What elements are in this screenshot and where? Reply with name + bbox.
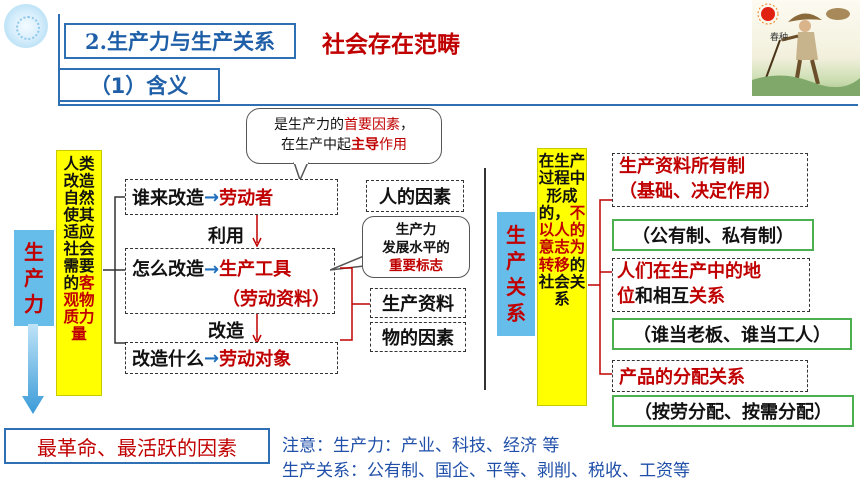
bubble-line-1: 是生产力的首要因素， (247, 115, 441, 135)
relations-definition-plain-2: 的社会关系 (538, 255, 586, 309)
farmer-drawing: 春种 (752, 3, 860, 96)
laborer-note-bubble: 是生产力的首要因素， 在生产中起主导作用 (246, 108, 442, 164)
relations-definition-red: 不以人的意志为转移 (538, 203, 586, 274)
ownership-box: 生产资料所有制 （基础、决定作用） (612, 153, 808, 207)
laborer-row: 谁来改造→劳动者 (125, 179, 338, 215)
note-line-2: 生产关系：公有制、国企、平等、剥削、税收、工资等 (282, 461, 690, 481)
down-arrow-icon (22, 324, 44, 414)
development-level-bubble: 生产力 发展水平的 重要标志 (362, 216, 470, 278)
status-line-1: 人们在生产中的地 (617, 261, 761, 282)
bubble-line-2: 在生产中起主导作用 (247, 135, 441, 155)
hat-icon (788, 13, 822, 22)
section-title: 2.生产力与生产关系 (64, 23, 296, 59)
material-bracket (340, 267, 372, 341)
tool-row-main: 怎么改造→生产工具 (132, 255, 291, 281)
productivity-char-1: 生 (24, 240, 44, 264)
distribution-red: 分配关系 (673, 367, 745, 388)
sun-icon (761, 7, 775, 21)
status-example: （谁当老板、谁当工人） (612, 318, 852, 350)
bubble-line-2-red2: 作用 (379, 137, 407, 153)
relations-label: 生 产 关 系 (497, 212, 535, 336)
status-relation-box: 人们在生产中的地 位和相互关系 (612, 258, 810, 312)
relations-char-3: 关 (506, 275, 526, 299)
header-horizontal-line (58, 104, 858, 106)
picture-caption: 春种 (770, 31, 788, 43)
bubble-line-2-prefix: 在生产中起 (281, 137, 351, 153)
tool-row: 怎么改造→生产工具 （劳动资料） (125, 248, 335, 314)
bubble-line-1-suffix: ， (400, 117, 414, 133)
decorative-circle-icon (4, 4, 48, 48)
change-label: 改造 (208, 321, 244, 342)
distribution-example: （按劳分配、按需分配） (612, 395, 854, 427)
status-line-2-mid: 和相互 (635, 286, 689, 307)
productivity-definition: 人类改造自然使其适应社会需要的客观物质力量 (56, 150, 102, 396)
subsection-title: （1）含义 (58, 68, 220, 102)
object-row-value: 劳动对象 (219, 349, 292, 370)
tool-row-sub: （劳动资料） (222, 289, 330, 310)
ownership-line-2: （基础、决定作用） (619, 181, 781, 202)
productivity-definition-plain: 人类改造自然使其适应社会需要的 (63, 155, 95, 292)
header-vertical-line (58, 14, 60, 106)
tool-row-prefix: 怎么改造 (132, 259, 204, 280)
laborer-row-value: 劳动者 (219, 188, 274, 209)
bubble-line-2-red1: 主导 (351, 137, 379, 153)
human-factor-box: 人的因素 (366, 180, 464, 212)
row-arrow-icon: → (204, 186, 220, 208)
distribution-plain: 产品的 (619, 367, 673, 388)
status-line-2: 位和相互关系 (617, 284, 809, 309)
object-row: 改造什么→劳动对象 (125, 342, 338, 374)
red-down-arrow-icon (252, 215, 262, 247)
development-line-3: 重要标志 (389, 258, 443, 274)
productivity-label: 生 产 力 (14, 230, 54, 326)
development-line-1: 生产力 (395, 222, 437, 238)
relations-char-1: 生 (506, 223, 526, 247)
tool-row-value: 生产工具 (219, 259, 292, 280)
row-arrow-icon: → (204, 347, 220, 369)
most-revolutionary-factor: 最革命、最活跃的因素 (4, 428, 270, 464)
development-line-2: 发展水平的 (382, 240, 450, 256)
use-label: 利用 (208, 226, 244, 247)
material-factor-box: 物的因素 (370, 322, 466, 352)
relations-char-2: 产 (506, 249, 526, 273)
relations-definition-plain-1: 在生产过程中形成的， (538, 152, 586, 222)
relations-definition: 在生产过程中形成的，不以人的意志为转移的社会关系 (537, 148, 587, 406)
ownership-example: （公有制、私有制） (612, 219, 814, 251)
object-row-prefix: 改造什么 (132, 349, 204, 370)
ownership-line-1: 生产资料所有制 (619, 156, 745, 177)
laborer-row-prefix: 谁来改造 (132, 188, 204, 209)
note-line-1: 注意：生产力：产业、科技、经济 等 (282, 436, 560, 456)
distribution-box: 产品的分配关系 (612, 360, 808, 392)
status-line-2-red-end: 关系 (689, 286, 725, 307)
productivity-char-3: 力 (24, 292, 44, 316)
productivity-definition-red: 客观物质力量 (63, 274, 95, 343)
means-of-production-box: 生产资料 (370, 288, 466, 318)
category-label: 社会存在范畴 (322, 32, 460, 58)
status-line-2-red: 位 (617, 286, 635, 307)
row-arrow-icon: → (204, 259, 220, 280)
bubble-line-1-prefix: 是生产力的 (274, 117, 344, 133)
relations-char-4: 系 (506, 301, 526, 325)
red-down-arrow-icon (252, 314, 262, 344)
productivity-char-2: 产 (24, 266, 44, 290)
farmer-illustration: 春种 (752, 0, 860, 96)
bubble-line-1-red: 首要因素 (344, 117, 400, 133)
section-divider (484, 168, 486, 390)
